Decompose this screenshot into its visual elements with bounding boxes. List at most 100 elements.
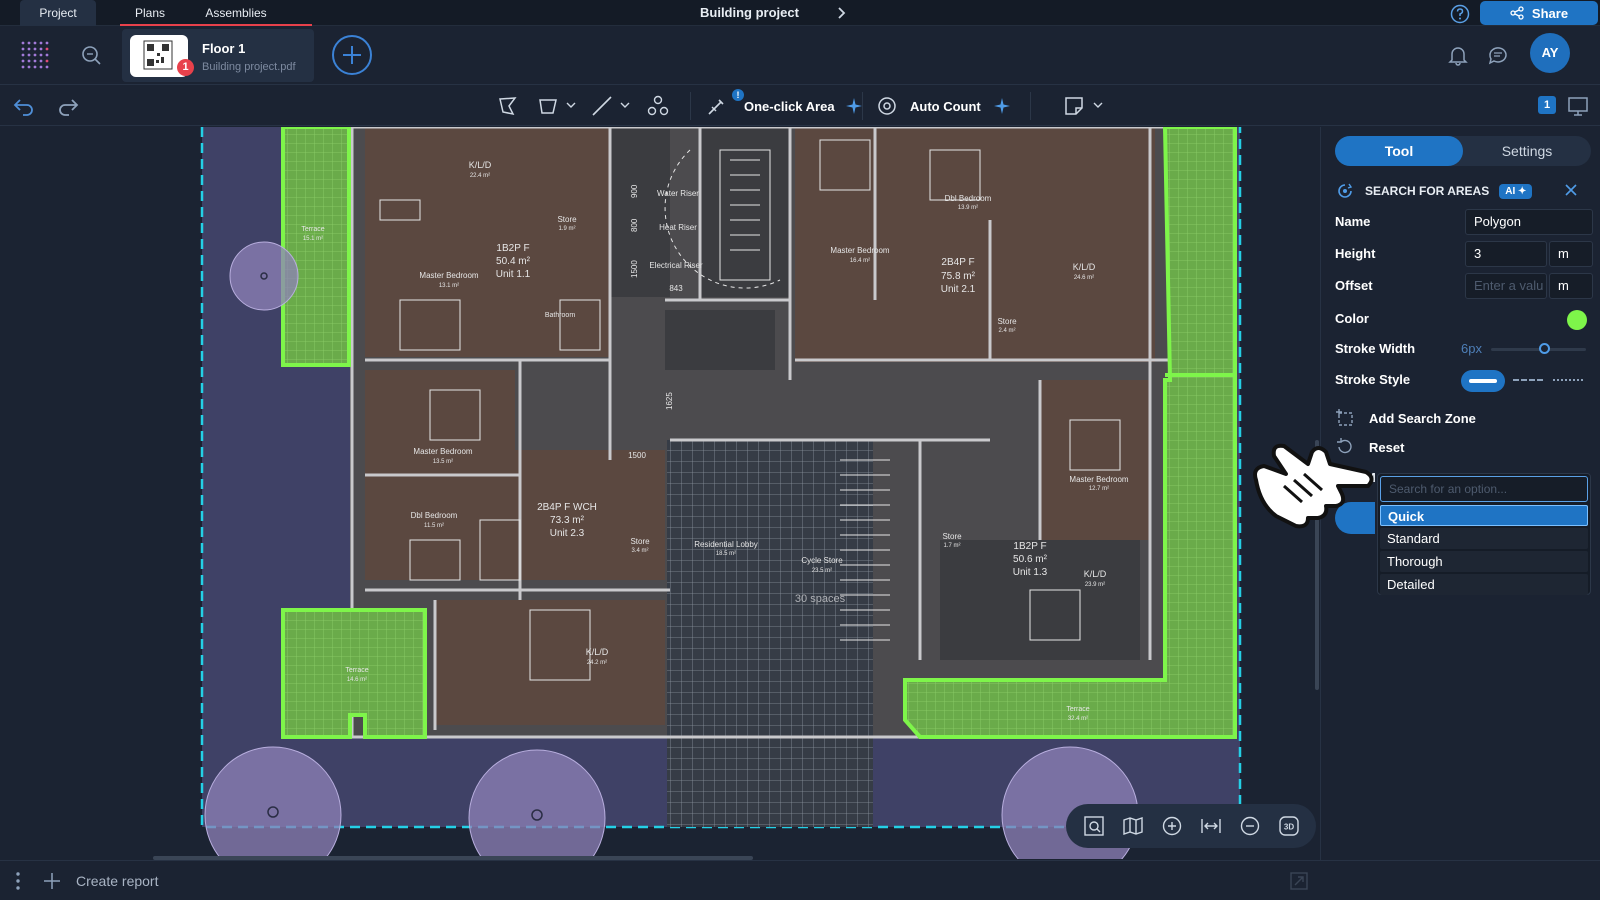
dropdown-search-input[interactable]: [1380, 476, 1588, 502]
room-area: 1.9 m²: [558, 226, 575, 232]
layers-count-badge[interactable]: 1: [1538, 96, 1556, 114]
add-plan-button[interactable]: [332, 35, 372, 75]
file-notification-badge: 1: [177, 59, 194, 76]
file-card[interactable]: 1 Floor 1 Building project.pdf: [122, 29, 314, 82]
room-label: Terrace: [1066, 706, 1089, 713]
plan-canvas[interactable]: K/L/D 22.4 m² Terrace 15.1 m² Master Bed…: [0, 127, 1318, 859]
3d-view-icon[interactable]: 3D: [1278, 815, 1300, 837]
zoom-out-icon[interactable]: [1239, 815, 1261, 837]
add-search-zone-label: Add Search Zone: [1369, 410, 1476, 426]
room-label: K/L/D: [1073, 262, 1096, 272]
room-label: Master Bedroom: [419, 271, 478, 280]
height-unit-select[interactable]: m: [1549, 241, 1593, 267]
dropdown-option-standard[interactable]: Standard: [1380, 528, 1588, 549]
svg-text:3D: 3D: [1283, 823, 1293, 832]
undo-icon[interactable]: [12, 94, 36, 118]
unit-area: 73.3 m²: [550, 515, 585, 526]
offset-field[interactable]: Enter a valu: [1465, 273, 1547, 299]
room-area: 3.4 m²: [631, 548, 648, 554]
chevron-right-icon[interactable]: [834, 6, 848, 20]
polygon-tool-icon[interactable]: [496, 94, 520, 118]
sticky-note-icon[interactable]: [1062, 94, 1086, 118]
drawing-toolbar: One-click Area ! Auto Count 1: [0, 86, 1600, 126]
tab-assemblies[interactable]: Assemblies: [205, 6, 267, 20]
horizontal-scrollbar[interactable]: [153, 856, 753, 860]
chevron-down-icon[interactable]: [1093, 100, 1103, 110]
plus-icon: [343, 46, 361, 64]
chevron-down-icon[interactable]: [620, 100, 630, 110]
add-search-zone-button[interactable]: Add Search Zone: [1335, 407, 1476, 429]
zoom-in-icon[interactable]: [1161, 815, 1183, 837]
qr-thumbnail-icon: [143, 40, 173, 70]
room-area: 13.5 m²: [433, 459, 453, 465]
room-label: Master Bedroom: [1069, 475, 1128, 484]
tab-tool[interactable]: Tool: [1335, 136, 1463, 166]
tab-settings[interactable]: Settings: [1501, 143, 1553, 159]
room-area: 32.4 m²: [1068, 716, 1088, 722]
room-area: 16.4 m²: [850, 258, 870, 264]
stroke-style-label: Stroke Style: [1335, 372, 1411, 387]
toolbar-divider: [690, 92, 691, 120]
dropdown-option-detailed[interactable]: Detailed: [1380, 574, 1588, 595]
color-swatch[interactable]: [1567, 310, 1587, 330]
room-label: K/L/D: [586, 647, 609, 657]
project-title[interactable]: Building project: [700, 5, 799, 20]
room-label: Master Bedroom: [413, 447, 472, 456]
room-label: 30 spaces: [795, 593, 846, 605]
room-area: 12.7 m²: [1089, 486, 1109, 492]
reset-button[interactable]: Reset: [1335, 436, 1404, 458]
one-click-area-label: One-click Area: [744, 98, 835, 114]
one-click-area-button[interactable]: One-click Area: [706, 90, 863, 122]
sparkle-icon: [845, 98, 862, 114]
height-field[interactable]: 3: [1465, 241, 1547, 267]
search-button[interactable]: [1335, 502, 1375, 534]
vertical-scrollbar[interactable]: [1315, 440, 1319, 690]
floor-plan-drawing[interactable]: K/L/D 22.4 m² Terrace 15.1 m² Master Bed…: [0, 127, 1318, 859]
line-tool-icon[interactable]: [590, 94, 614, 118]
redo-icon[interactable]: [56, 94, 80, 118]
create-report-button[interactable]: Create report: [42, 869, 158, 893]
stroke-width-slider[interactable]: [1491, 348, 1586, 351]
room-area: 2.4 m²: [998, 328, 1015, 334]
stroke-width-slider-handle[interactable]: [1539, 343, 1550, 354]
share-button[interactable]: Share: [1480, 1, 1598, 25]
more-vertical-icon[interactable]: [14, 871, 22, 891]
user-avatar[interactable]: AY: [1530, 33, 1570, 73]
zoom-to-fit-icon[interactable]: [1083, 815, 1105, 837]
room-label: Heat Riser: [659, 223, 697, 232]
stroke-style-dotted[interactable]: [1553, 379, 1583, 381]
name-field[interactable]: Polygon: [1465, 209, 1593, 235]
tab-project[interactable]: Project: [20, 0, 96, 26]
ai-pill-label: AI: [1505, 185, 1516, 197]
close-icon[interactable]: [1563, 182, 1579, 198]
expand-panel-icon[interactable]: [1289, 871, 1309, 891]
tab-plans[interactable]: Plans: [134, 6, 166, 20]
notification-bell-icon[interactable]: [1447, 44, 1469, 66]
active-tab-indicator: [120, 24, 312, 27]
help-icon[interactable]: [1450, 4, 1470, 24]
room-label: Store: [942, 532, 962, 541]
offset-unit-select[interactable]: m: [1549, 273, 1593, 299]
color-label: Color: [1335, 311, 1369, 326]
room-area: 18.5 m²: [716, 551, 736, 557]
comments-icon[interactable]: [1487, 44, 1509, 66]
magic-area-icon: [708, 99, 724, 115]
count-tool-icon[interactable]: [646, 94, 670, 118]
stroke-style-dashed[interactable]: [1513, 379, 1543, 381]
area-tool-icon[interactable]: [536, 94, 560, 118]
chevron-down-icon[interactable]: [566, 100, 576, 110]
plus-icon: [44, 873, 60, 889]
apps-grid-icon[interactable]: [20, 40, 50, 70]
auto-count-button[interactable]: Auto Count: [876, 90, 1011, 122]
room-label: Dbl Bedroom: [945, 194, 992, 203]
auto-count-icon: [878, 97, 896, 115]
dropdown-option-quick[interactable]: Quick: [1380, 505, 1588, 526]
monitor-icon[interactable]: [1566, 94, 1590, 118]
fit-width-icon[interactable]: [1200, 815, 1222, 837]
search-plans-icon[interactable]: [80, 44, 102, 66]
pointer-hand-icon: [1253, 443, 1374, 529]
stroke-style-solid[interactable]: [1461, 370, 1505, 392]
room-label: Cycle Store: [801, 556, 843, 565]
dropdown-option-thorough[interactable]: Thorough: [1380, 551, 1588, 572]
map-view-icon[interactable]: [1122, 815, 1144, 837]
